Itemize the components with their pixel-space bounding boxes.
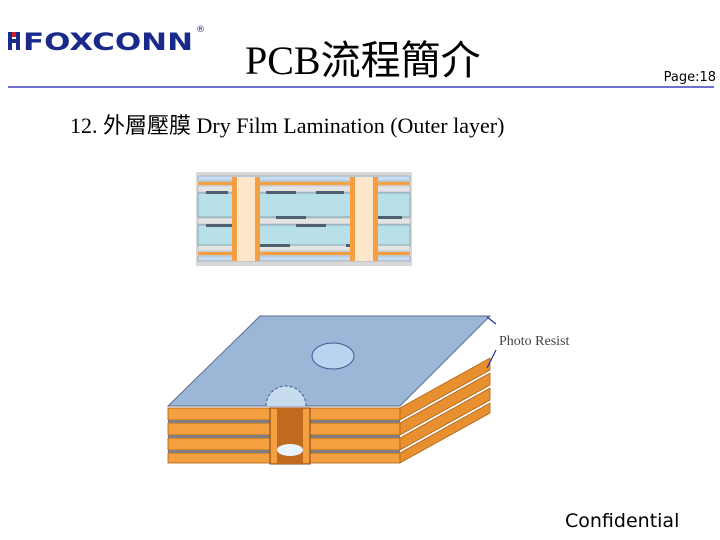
photo-resist-label: Photo Resist [499,334,570,349]
page-number: Page:18 [663,70,716,85]
registered-mark: ® [196,25,205,35]
confidential-footer: Confidential [565,510,680,532]
header-divider [8,86,714,88]
page-title: PCB流程簡介 [245,38,481,83]
foxconn-logo: FOXCONN ® [8,25,205,56]
logo-wordmark: FOXCONN [23,28,193,56]
pcb-isometric-diagram [166,315,497,465]
slide-heading: 12. 外層壓膜 Dry Film Lamination (Outer laye… [70,113,505,138]
pcb-cross-section-diagram [196,172,412,266]
